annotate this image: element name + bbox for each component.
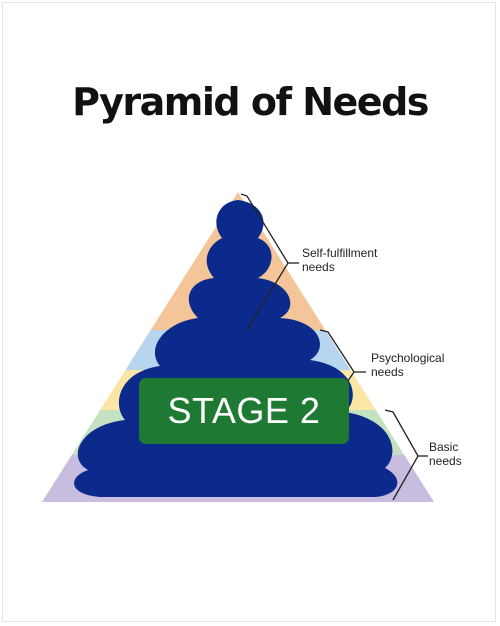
label-self-fulfillment: Self-fulfillment needs <box>302 246 377 274</box>
label-basic-line2: needs <box>429 454 462 468</box>
bracket-basic <box>384 409 419 501</box>
label-psychological: Psychological needs <box>371 351 444 379</box>
stage-stamp: STAGE 2 <box>139 378 349 444</box>
label-basic: Basic needs <box>429 440 462 468</box>
label-psychological-line1: Psychological <box>371 351 445 365</box>
blue-scribble-overlay <box>74 200 398 497</box>
label-basic-line1: Basic <box>429 440 459 454</box>
label-psychological-line2: needs <box>371 365 404 379</box>
label-self-fulfillment-line2: needs <box>302 260 335 274</box>
bracket-self-fulfillment <box>240 193 289 331</box>
page-title: Pyramid of Needs <box>72 80 429 124</box>
label-self-fulfillment-line1: Self-fulfillment <box>302 246 378 260</box>
